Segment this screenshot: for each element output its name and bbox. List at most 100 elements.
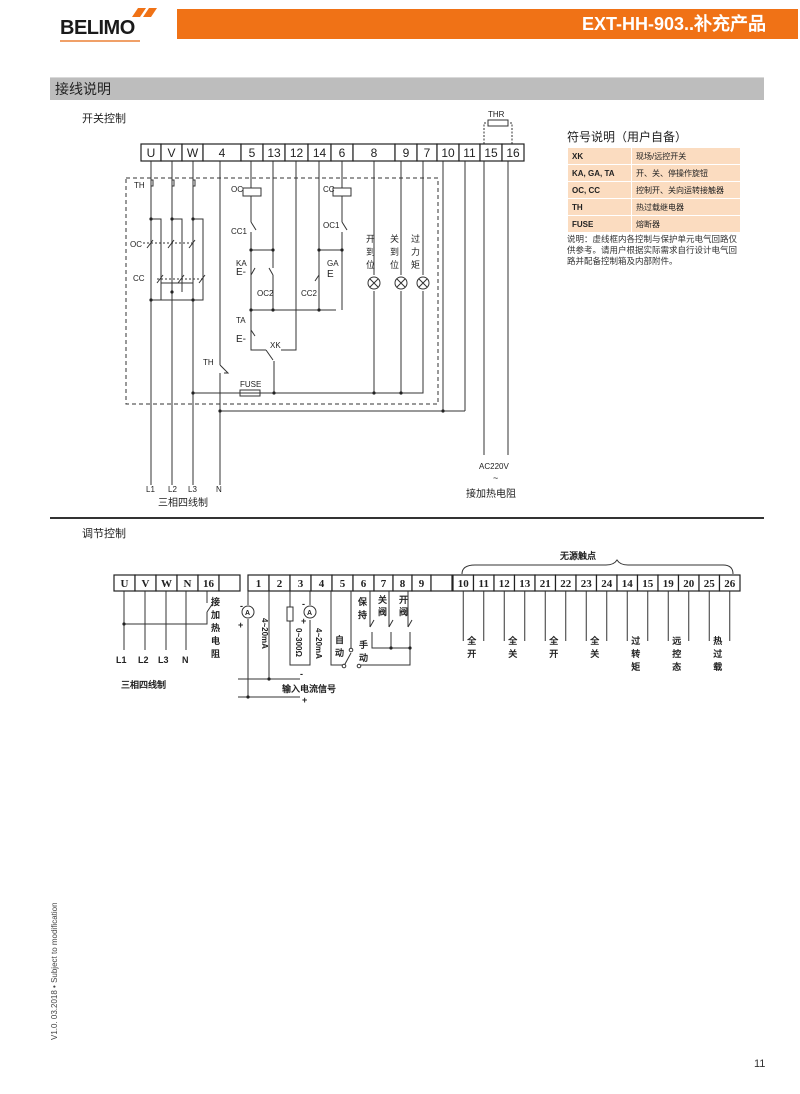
ammeter-1-icon [241,605,255,619]
svg-text:E-: E- [236,267,246,278]
dry-contact-terminal [472,574,495,592]
legend-value: 现场/远控开关 [631,147,741,165]
mod-terminal [430,574,453,592]
mod-terminal [392,574,413,592]
control-cabinet-boundary [125,177,439,405]
heater-voltage: AC220V [479,462,509,471]
close-valve-label-2: 阀 [378,606,387,617]
mod-terminal [197,574,220,592]
section-title: 接线说明 [55,81,111,97]
dry-contact-terminal-label: 19 [663,578,675,590]
signal-minus: - [300,669,303,679]
dry-contact-terminal-label: 12 [499,578,511,590]
section-divider [50,517,764,519]
hold-label-2: 持 [358,609,367,620]
contact-label: 全 [548,635,559,646]
header-title-bar: EXT-HH-903..补充产品 [177,9,798,39]
dry-contact-terminal-label: 25 [704,578,716,590]
manual-label-2: 动 [359,653,368,663]
lamp-label-torque-3: 矩 [411,259,420,270]
fuse-icon [239,389,261,397]
mod-supply-l3: L3 [158,655,169,665]
mod-supply-l1: L1 [116,655,127,665]
current-range-2: 4~20mA [314,628,323,659]
contact-label: 矩 [630,661,640,672]
hold-label-1: 保 [357,596,368,607]
dry-contact-terminal-label: 13 [519,578,531,590]
signal-plus: + [302,695,307,705]
mod-terminal-label: N [184,578,192,590]
mod-terminal [113,574,136,592]
mod-terminal [411,574,432,592]
section-header: 接线说明 [50,77,764,100]
resistor-icon [286,606,294,622]
legend-title: 符号说明（用户自备） [567,130,688,144]
lamp-label-close-2: 到 [390,246,399,257]
mod-terminal-label: 2 [277,578,283,590]
mod-terminal-label: 5 [340,578,346,590]
lamp-label-torque-2: 力 [411,246,420,257]
contact-label: 关 [508,648,517,659]
dry-contact-terminal [616,574,639,592]
heater-tilde: ~ [493,473,498,483]
dry-contact-terminal [636,574,659,592]
lamp-label-open-1: 开 [366,234,375,244]
legend-value: 熔断器 [631,215,741,233]
terminal-label: 6 [339,146,346,160]
dry-contact-terminal-label: 23 [581,578,593,590]
lamp-label-close-3: 位 [390,259,399,270]
mod-supply-caption: 三相四线制 [121,679,166,690]
heater-caption: 接加热电阻 [466,487,516,500]
oc-coil-icon [242,187,262,197]
terminal-label: 16 [506,146,520,160]
open-valve-label-2: 阀 [399,606,408,617]
lamp-label-close-1: 关 [390,233,399,244]
mod-terminal-label: V [142,578,150,590]
cc-coil-icon [332,187,352,197]
oc1-label: OC1 [323,221,340,230]
dry-contact-terminal [513,574,536,592]
dry-contact-terminal [657,574,680,592]
terminal-label: 14 [313,146,327,160]
dry-contact-terminal-label: 15 [642,578,654,590]
page-number: 11 [754,1058,766,1070]
legend-value: 开、关、停操作旋钮 [631,164,741,182]
legend-key: FUSE [567,215,632,233]
current-range-1: 4~20mA [260,618,269,649]
th-relay-label: TH [203,358,214,367]
contact-label: 关 [590,648,599,659]
dry-contact-terminal [554,574,577,592]
svg-text:E-: E- [236,334,246,345]
mod-terminal [373,574,394,592]
dry-contact-terminal [534,574,557,592]
switch-control-title: 开关控制 [82,113,126,125]
terminal-label: U [147,146,156,160]
dry-contact-terminal-label: 26 [724,578,736,590]
xk-label: XK [270,341,281,350]
logo-mark-icon [132,8,157,17]
belimo-logo: BELIMO [60,8,160,42]
mod-terminal [289,574,312,592]
oc-main-label: OC [130,240,142,249]
ammeter-2-symbol: A [307,610,312,617]
cc-coil-label: CC [323,185,335,194]
supply-n: N [216,485,222,494]
mod-terminal [134,574,157,592]
oc2-label: OC2 [257,289,274,298]
mod-terminal [176,574,199,592]
contact-label: 载 [713,661,722,672]
contact-label: 开 [467,649,476,659]
terminal-label: 5 [249,146,256,160]
contact-label: 开 [549,649,558,659]
dry-contact-terminal [677,574,700,592]
mod-terminal-label: 16 [203,578,215,590]
mod-terminal-label: 6 [361,578,367,590]
dry-contact-terminal [452,574,475,592]
terminal-label: V [167,146,175,160]
mod-terminal-label: 4 [319,578,325,590]
contact-label: 全 [507,635,518,646]
